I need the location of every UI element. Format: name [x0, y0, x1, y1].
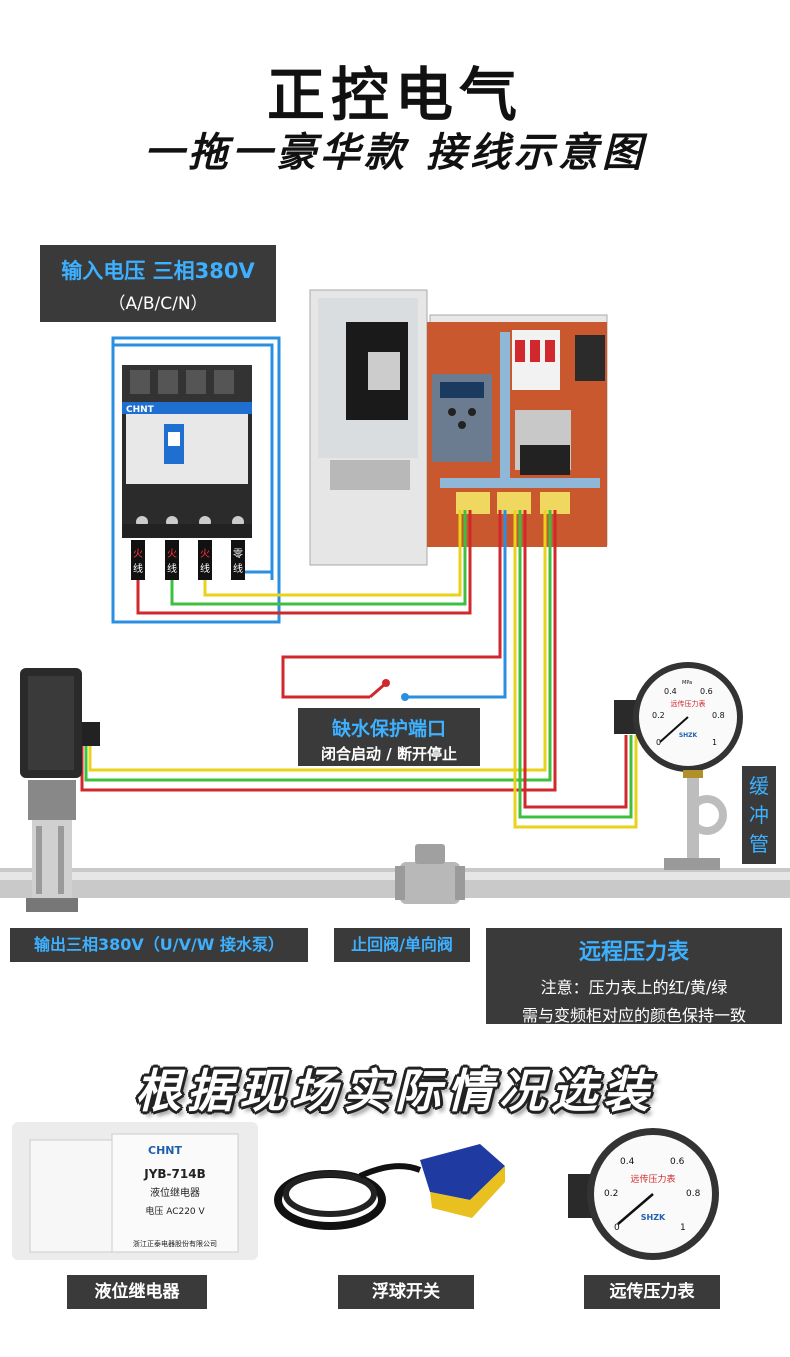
breaker-frame — [111, 336, 281, 624]
buffer-tube-label: 缓 冲 管 — [742, 766, 776, 864]
terminal-2-top: 火 — [167, 548, 177, 560]
pump — [20, 668, 100, 912]
relay-brand: CHNT — [148, 1144, 182, 1157]
check-valve — [395, 844, 465, 904]
opt-gauge-tick-02: 0.2 — [604, 1189, 618, 1199]
pressure-gauge: 0 0.2 0.4 0.6 0.8 1 MPa 远传压力表 SHZK — [614, 662, 743, 778]
terminal-1-top: 火 — [133, 548, 143, 560]
optional-section-heading: 根据现场实际情况选装 — [135, 1064, 655, 1118]
opt-gauge-title: 远传压力表 — [630, 1173, 675, 1185]
gauge-brand: SHZK — [679, 732, 698, 739]
buffer-char-1: 缓 — [749, 774, 769, 798]
relay-voltage: 电压 AC220 V — [145, 1205, 205, 1217]
terminal-3-bottom: 线 — [200, 562, 210, 575]
water-protect-note: 闭合启动 / 断开停止 — [321, 745, 457, 763]
remote-gauge-caption: 远程压力表 注意：压力表上的红/黄/绿 需与变频柜对应的颜色保持一致 — [486, 928, 782, 1025]
breaker: CHNT — [122, 365, 252, 538]
water-protect-label: 缺水保护端口 — [331, 718, 446, 740]
input-voltage-box: 输入电压 三相380V （A/B/C/N） — [40, 245, 276, 322]
remote-gauge-note-1: 注意：压力表上的红/黄/绿 — [540, 978, 728, 997]
opt-gauge-brand: SHZK — [641, 1213, 666, 1222]
remote-gauge-title: 远程压力表 — [578, 940, 689, 965]
float-switch — [274, 1144, 505, 1230]
check-valve-caption: 止回阀/单向阀 — [334, 928, 470, 962]
gauge-tick-1: 1 — [712, 738, 717, 747]
opt-gauge-tick-08: 0.8 — [686, 1189, 701, 1199]
terminal-4-top: 零 — [233, 548, 243, 560]
relay-model: JYB-714B — [143, 1167, 205, 1181]
gauge-tick-02: 0.2 — [652, 711, 665, 720]
terminal-1-bottom: 线 — [133, 562, 143, 575]
page-title: 正控电气 — [266, 61, 523, 129]
remote-gauge-note-2: 需与变频柜对应的颜色保持一致 — [521, 1006, 746, 1025]
optional-items: CHNT JYB-714B 液位继电器 电压 AC220 V 浙江正泰电器股份有… — [12, 1122, 719, 1260]
gauge-title: 远传压力表 — [671, 699, 706, 708]
control-cabinet — [309, 289, 608, 566]
terminal-2-bottom: 线 — [167, 562, 177, 575]
gauge-tick-06: 0.6 — [700, 687, 713, 696]
remote-gauge-option-caption: 远传压力表 — [584, 1275, 720, 1309]
level-relay: CHNT JYB-714B 液位继电器 电压 AC220 V 浙江正泰电器股份有… — [12, 1122, 258, 1260]
gauge-wires — [513, 510, 638, 829]
opt-gauge-tick-04: 0.4 — [620, 1157, 635, 1167]
pump-output-caption: 输出三相380V（U/V/W 接水泵） — [10, 928, 308, 962]
water-protect-box: 缺水保护端口 闭合启动 / 断开停止 — [298, 708, 480, 766]
input-voltage-phases: （A/B/C/N） — [108, 294, 208, 314]
input-voltage-label: 输入电压 三相380V — [61, 259, 255, 283]
relay-maker: 浙江正泰电器股份有限公司 — [133, 1239, 217, 1248]
buffer-char-2: 冲 — [749, 803, 769, 827]
wiring-diagram: CHNT 火 线 火 线 火 线 零 线 — [0, 289, 790, 912]
terminal-4-bottom: 线 — [233, 562, 243, 575]
breaker-brand: CHNT — [126, 405, 155, 415]
gauge-tick-0: 0 — [656, 738, 661, 747]
float-switch-caption: 浮球开关 — [338, 1275, 474, 1309]
terminal-3-top: 火 — [200, 548, 210, 560]
water-protect-wires — [281, 510, 507, 701]
level-relay-caption: 液位继电器 — [67, 1275, 207, 1309]
opt-gauge-tick-06: 0.6 — [670, 1157, 685, 1167]
input-wires — [113, 343, 472, 615]
gauge-tick-08: 0.8 — [712, 711, 725, 720]
buffer-char-3: 管 — [749, 832, 769, 856]
gauge-tick-04: 0.4 — [664, 687, 677, 696]
buffer-tube — [664, 772, 727, 870]
opt-gauge-tick-0: 0 — [614, 1223, 620, 1233]
relay-name: 液位继电器 — [150, 1186, 200, 1199]
gauge-unit: MPa — [682, 680, 692, 686]
opt-gauge-tick-1: 1 — [680, 1223, 686, 1233]
page-subtitle: 一拖一豪华款 接线示意图 — [144, 130, 646, 176]
optional-gauge: 0 0.2 0.4 0.6 0.8 1 远传压力表 SHZK — [568, 1128, 719, 1260]
breaker-terminals: 火 线 火 线 火 线 零 线 — [131, 540, 245, 580]
